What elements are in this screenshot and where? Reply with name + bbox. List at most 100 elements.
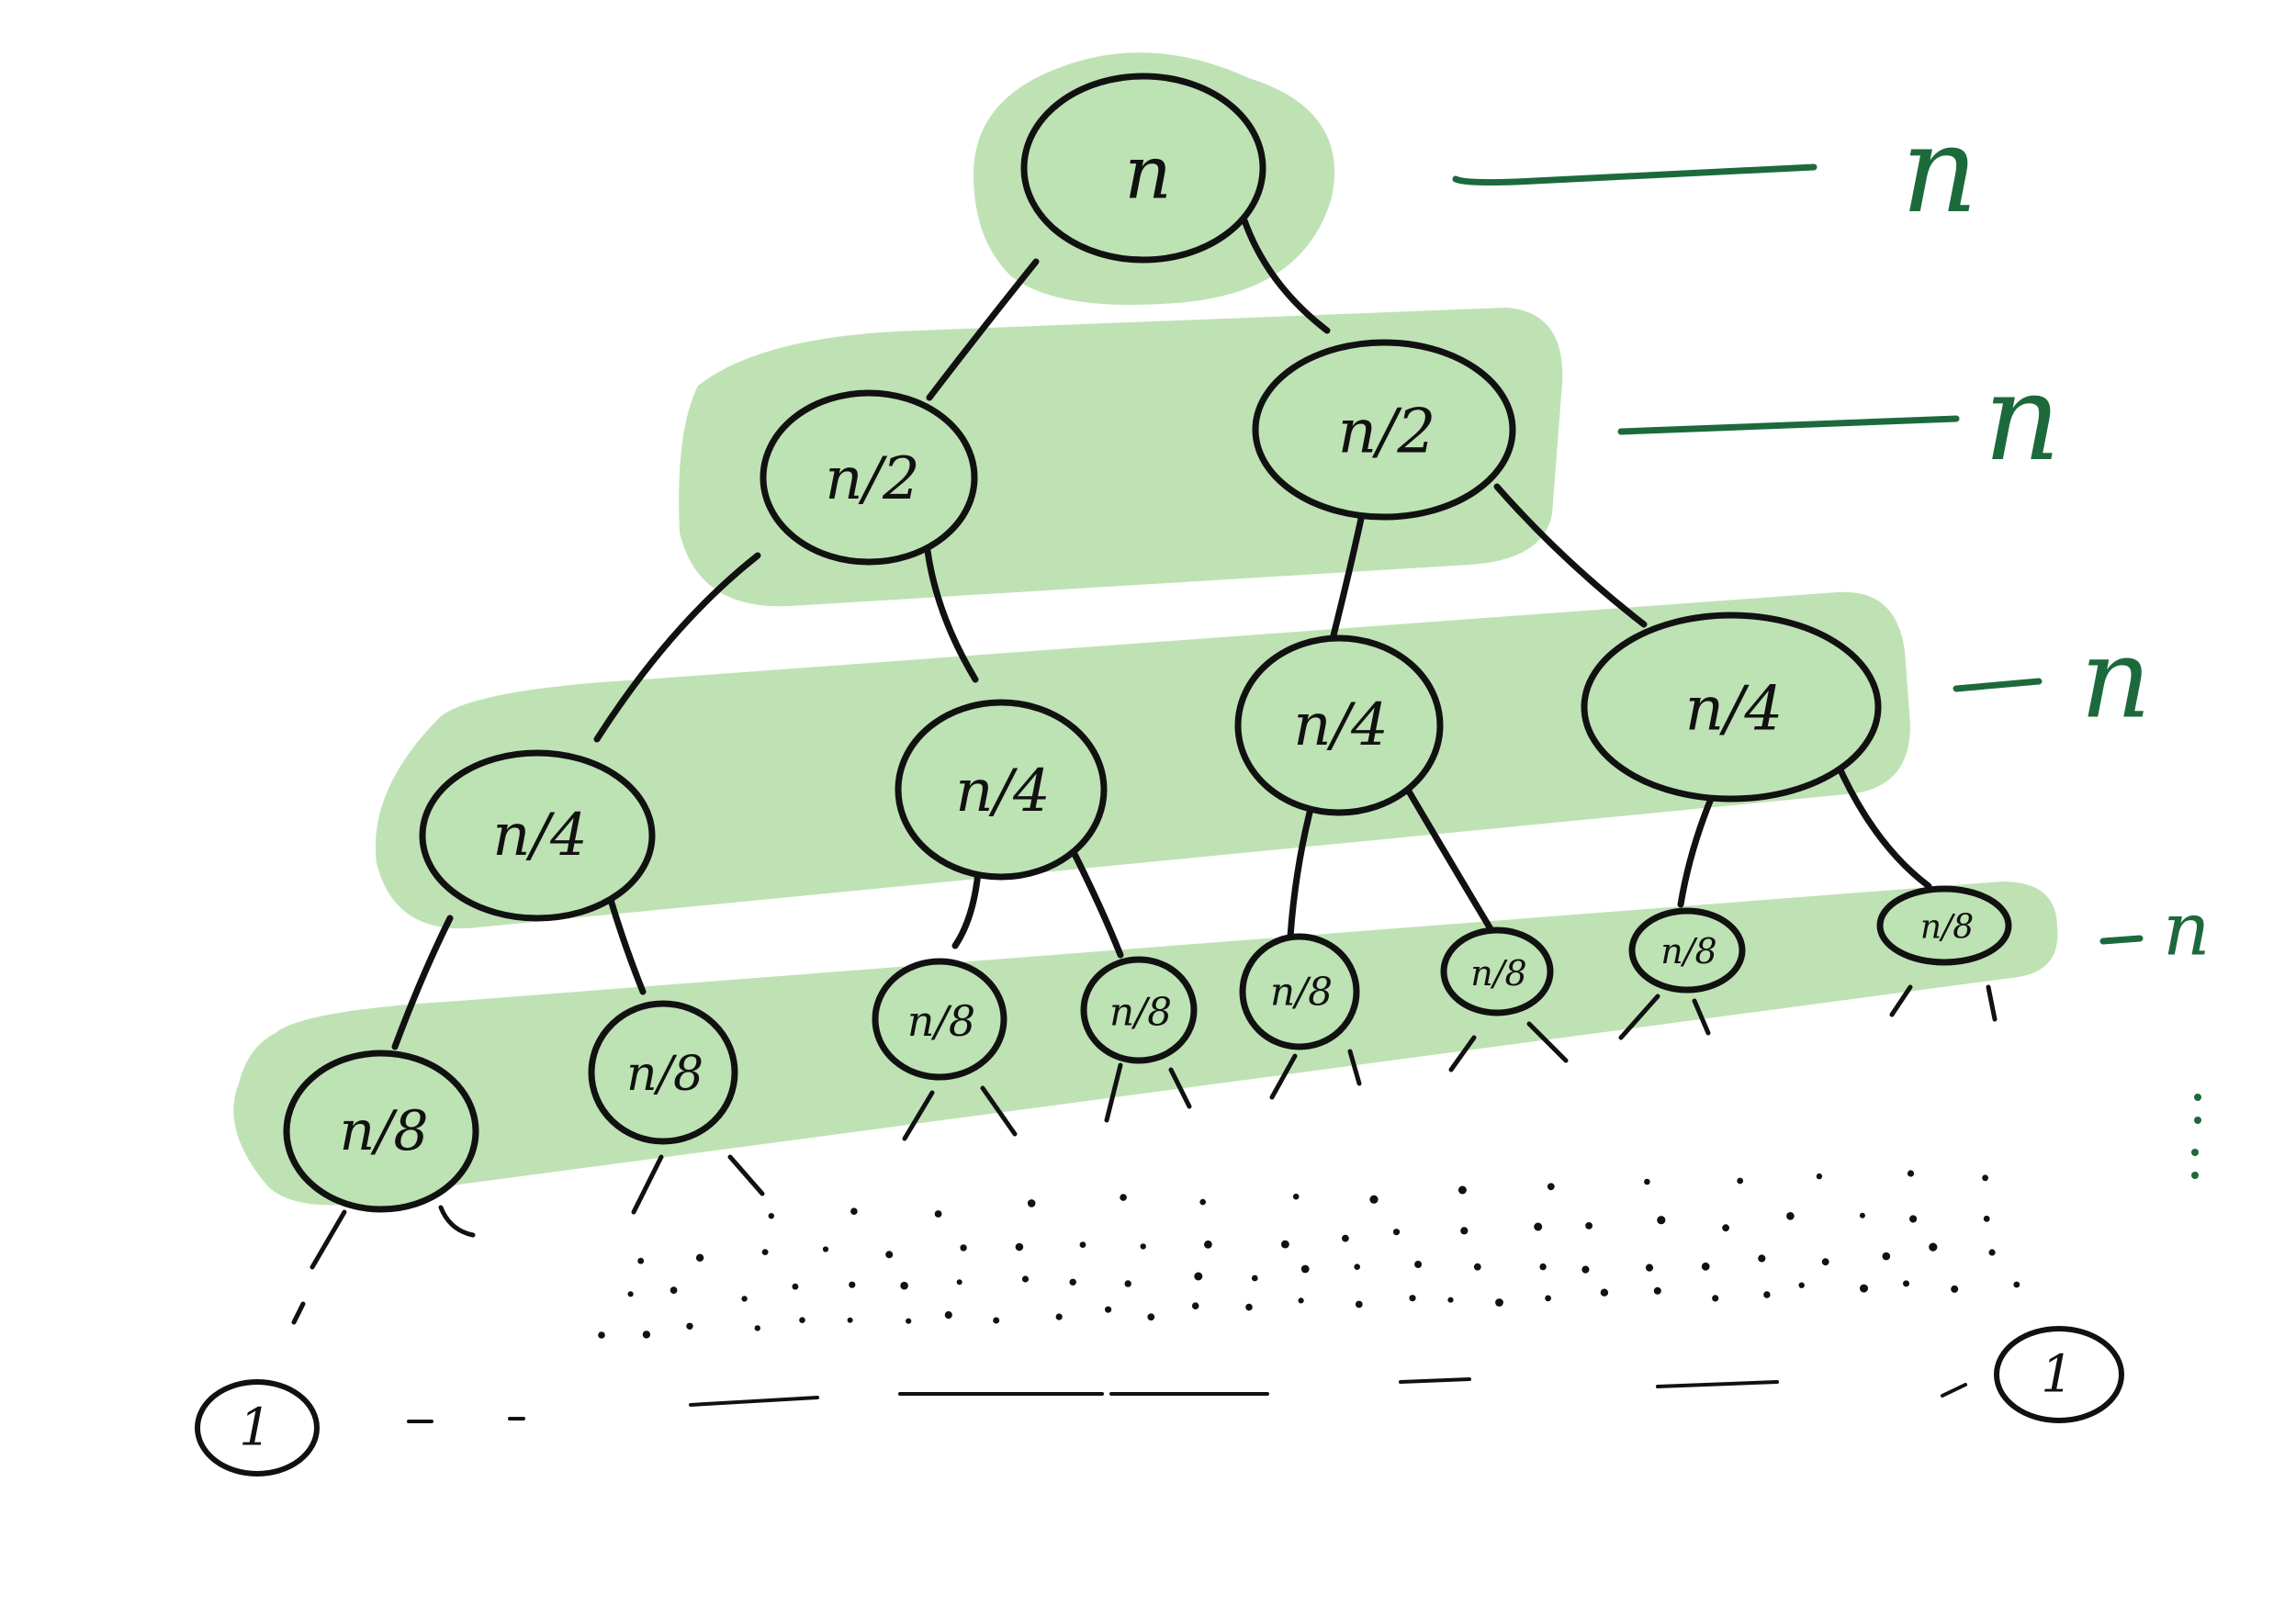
continuation-dot: [741, 1296, 748, 1302]
continuation-dot: [1545, 1295, 1551, 1302]
node-level1-2-label: n/2: [1338, 397, 1436, 467]
node-level3-3-outline: [872, 958, 1007, 1081]
stub: [1104, 1062, 1123, 1123]
level-costs: n n n n: [1452, 100, 2211, 1179]
node-level2-3-label: n/4: [1293, 691, 1389, 759]
continuation-dot: [1120, 1194, 1127, 1201]
continuation-dot: [1105, 1306, 1112, 1313]
node-level3-3: n/8: [872, 958, 1007, 1081]
stub: [438, 1205, 476, 1238]
node-level2-1-outline: [419, 749, 656, 922]
continuation-dot: [2013, 1281, 2020, 1288]
level-2-cost-label: n: [2080, 616, 2151, 744]
node-level1-1-outline: [760, 389, 978, 566]
edge-l1a-right: [924, 547, 979, 683]
stub: [1618, 994, 1660, 1040]
continuation-dot: [1069, 1278, 1076, 1286]
continuation-dot: [792, 1283, 799, 1290]
node-level3-2-label: n/8: [626, 1047, 703, 1102]
node-level3-3-label: n/8: [907, 996, 975, 1046]
continuation-dot: [1786, 1212, 1795, 1220]
continuation-dot: [1342, 1234, 1349, 1242]
continuation-dot: [1722, 1224, 1729, 1232]
continuation-dot: [598, 1331, 605, 1339]
continuation-dot: [1495, 1298, 1503, 1307]
tree-nodes: n n/2 n/2 n/4 n/4 n/4 n/4 n/8: [195, 73, 2124, 1477]
continuation-dot: [993, 1317, 1000, 1324]
continuation-dot: [849, 1281, 856, 1288]
dash: [689, 1396, 819, 1407]
continuation-dot: [695, 1253, 704, 1263]
stub: [902, 1090, 935, 1141]
leaf-left-outline: [195, 1379, 320, 1477]
stub: [291, 1301, 306, 1325]
continuation-dot: [1199, 1198, 1206, 1206]
node-level3-5-outline: [1239, 933, 1360, 1050]
continuation-dot: [1581, 1265, 1590, 1274]
continuation-dot: [1021, 1275, 1030, 1283]
continuation-dot: [768, 1213, 774, 1219]
leaf-right-outline: [1994, 1326, 2124, 1423]
ellipsis-dot: [2191, 1172, 2199, 1179]
continuation-dot: [1798, 1282, 1805, 1288]
continuation-dot: [1027, 1199, 1036, 1207]
continuation-dot: [960, 1244, 967, 1252]
continuation-dot: [799, 1317, 805, 1323]
node-level2-2: n/4: [895, 699, 1108, 881]
edge-l2d-right: [1833, 758, 1932, 890]
node-root-outline: [1020, 73, 1266, 264]
node-root-label: n: [1124, 130, 1172, 216]
stub: [1448, 1035, 1477, 1072]
continuation-dot: [637, 1257, 645, 1264]
level-0-cost-label: n: [1901, 100, 1978, 240]
continuation-dot: [1191, 1302, 1199, 1309]
node-level3-4: n/8: [1080, 956, 1198, 1064]
node-level3-8: n/8: [1876, 885, 2012, 966]
continuation-dot: [1988, 1249, 1996, 1256]
continuation-dot: [1701, 1262, 1710, 1271]
edge-l1b-left: [1330, 515, 1365, 639]
node-level3-2: n/8: [588, 1000, 738, 1145]
continuation-dot: [1392, 1229, 1401, 1236]
dotted-continuation: [598, 1170, 2020, 1339]
continuation-dot: [1903, 1280, 1909, 1287]
continuation-dot: [1473, 1263, 1481, 1271]
node-level3-7-label: n/8: [1660, 931, 1716, 971]
node-level1-2: n/2: [1252, 339, 1516, 521]
node-level2-1-label: n/4: [492, 802, 588, 870]
continuation-dot: [1644, 1178, 1650, 1185]
node-level1-2-outline: [1252, 339, 1516, 521]
edge-l2b-right: [1071, 850, 1124, 959]
node-level3-5-label: n/8: [1270, 970, 1333, 1015]
stub: [1889, 984, 1913, 1017]
edge-root-right: [1241, 217, 1331, 334]
node-level3-6-outline: [1440, 926, 1554, 1016]
leaf-left: 1: [195, 1379, 320, 1477]
level-3-cost-label: n: [2163, 887, 2211, 972]
stub: [1347, 1049, 1362, 1086]
continuation-dot: [847, 1317, 853, 1323]
node-level3-1-outline: [283, 1050, 479, 1213]
level-1-cost-line: [1617, 415, 1960, 435]
ellipsis-dot: [2194, 1117, 2201, 1124]
continuation-dot: [1585, 1222, 1593, 1230]
level-3-cost-line: [2099, 935, 2144, 945]
continuation-dot: [934, 1210, 942, 1218]
continuation-dot: [1909, 1215, 1918, 1223]
level-2-cost-line: [1953, 678, 2043, 692]
continuation-dot: [1447, 1297, 1454, 1303]
continuation-dot: [1951, 1285, 1959, 1293]
continuation-dot: [1147, 1313, 1155, 1321]
stub: [1168, 1067, 1192, 1109]
node-level3-4-outline: [1080, 956, 1198, 1064]
node-root: n: [1020, 73, 1266, 264]
node-level2-3-outline: [1234, 634, 1444, 816]
node-level2-4-label: n/4: [1685, 674, 1784, 745]
continuation-dot: [1821, 1258, 1829, 1266]
level-1-cost-label: n: [1984, 348, 2061, 488]
continuation-dot: [1414, 1261, 1423, 1268]
dash: [1941, 1383, 1967, 1398]
continuation-dot: [1300, 1264, 1310, 1274]
continuation-dot: [1534, 1222, 1543, 1231]
